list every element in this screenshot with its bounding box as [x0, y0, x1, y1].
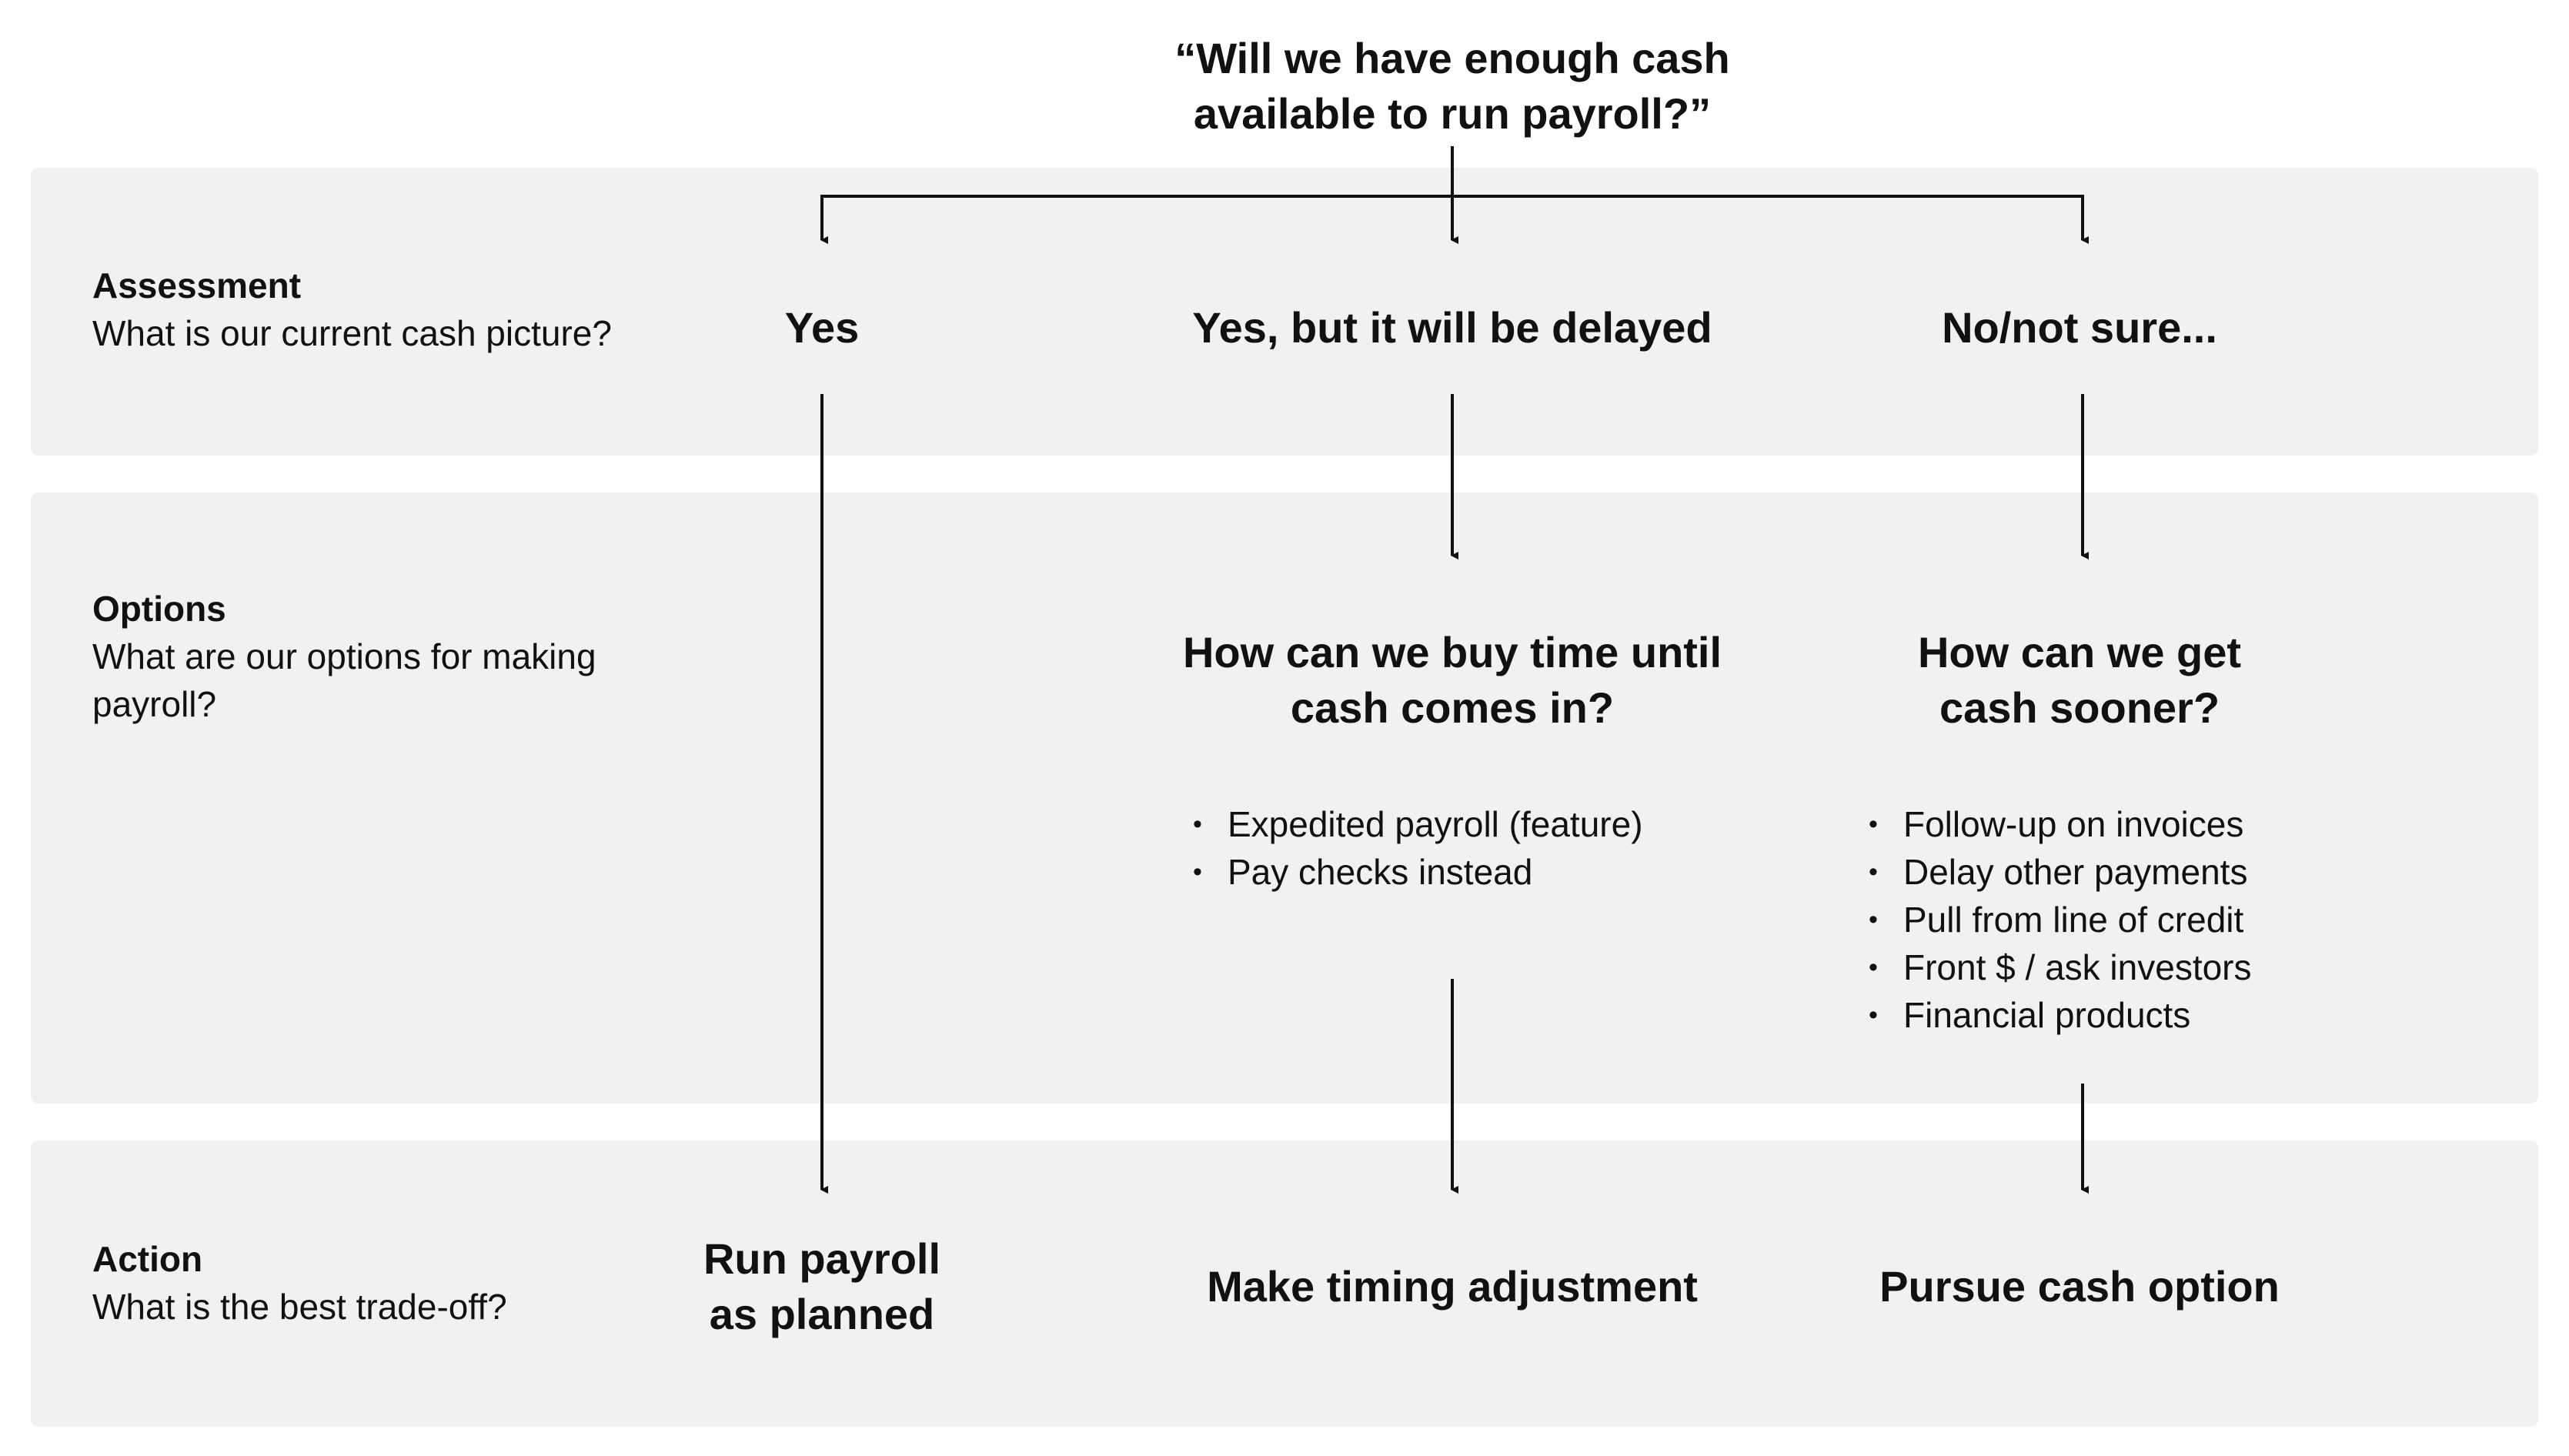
- list-item: Delay other payments: [1869, 848, 2252, 896]
- list-item: Pull from line of credit: [1869, 896, 2252, 943]
- buy-time-heading-line-1: How can we buy time until: [1182, 628, 1722, 676]
- list-item: Pay checks instead: [1193, 848, 1643, 896]
- assessment-band: [31, 168, 2538, 456]
- assessment-row-label: Assessment What is our current cash pict…: [92, 262, 693, 357]
- list-item: Front $ / ask investors: [1869, 943, 2252, 991]
- run-payroll-node: Run payroll as planned: [668, 1231, 976, 1342]
- buy-time-heading: How can we buy time until cash comes in?: [1131, 625, 1774, 736]
- options-subtitle-line-2: payroll?: [92, 684, 217, 724]
- action-band: [31, 1140, 2538, 1427]
- action-row-label: Action What is the best trade-off?: [92, 1235, 693, 1331]
- cash-sooner-heading: How can we get cash sooner?: [1849, 625, 2310, 736]
- root-question-line-2: available to run payroll?”: [1193, 89, 1712, 138]
- buy-time-list: Expedited payroll (feature) Pay checks i…: [1193, 800, 1643, 896]
- list-item: Follow-up on invoices: [1869, 800, 2252, 848]
- pursue-cash-node: Pursue cash option: [1879, 1262, 2280, 1311]
- run-payroll-line-1: Run payroll: [703, 1234, 941, 1283]
- assessment-delayed-node: Yes, but it will be delayed: [1192, 303, 1712, 352]
- options-row-label: Options What are our options for making …: [92, 585, 693, 728]
- run-payroll-line-2: as planned: [709, 1290, 935, 1338]
- list-item: Financial products: [1869, 991, 2252, 1039]
- assessment-subtitle: What is our current cash picture?: [92, 313, 612, 353]
- assessment-not-sure-node: No/not sure...: [1942, 303, 2217, 352]
- list-item: Expedited payroll (feature): [1193, 800, 1643, 848]
- assessment-title: Assessment: [92, 265, 302, 306]
- root-question: “Will we have enough cash available to r…: [1054, 31, 1851, 142]
- action-title: Action: [92, 1239, 203, 1279]
- options-title: Options: [92, 589, 226, 629]
- action-subtitle: What is the best trade-off?: [92, 1287, 507, 1327]
- timing-adjustment-node: Make timing adjustment: [1207, 1262, 1698, 1311]
- cash-sooner-heading-line-2: cash sooner?: [1939, 683, 2220, 732]
- assessment-yes-node: Yes: [784, 303, 860, 352]
- buy-time-heading-line-2: cash comes in?: [1290, 683, 1615, 732]
- cash-sooner-heading-line-1: How can we get: [1917, 628, 2242, 676]
- options-subtitle-line-1: What are our options for making: [92, 636, 596, 676]
- cash-sooner-list: Follow-up on invoices Delay other paymen…: [1869, 800, 2252, 1039]
- root-question-line-1: “Will we have enough cash: [1174, 34, 1730, 82]
